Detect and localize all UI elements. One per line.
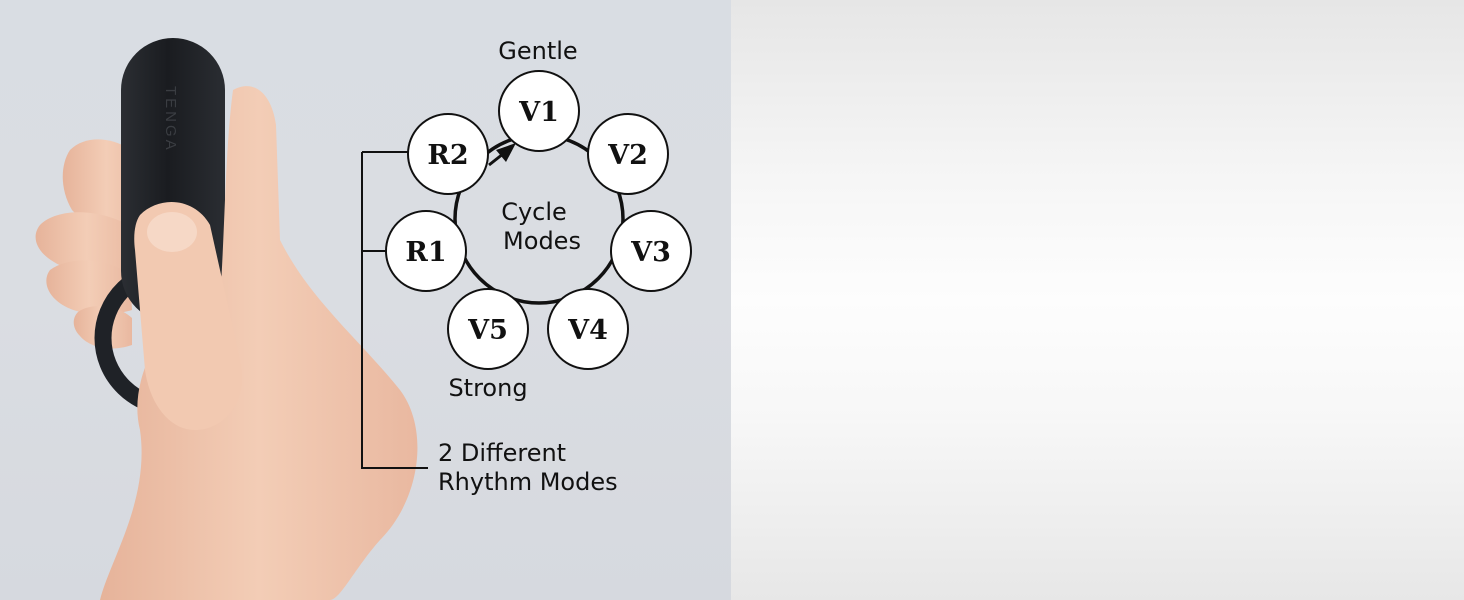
rhythm-bracket [361, 151, 428, 469]
hand-front [100, 86, 418, 600]
rhythm-label-line2: Rhythm Modes [438, 468, 618, 496]
arrow-head-icon [496, 143, 516, 162]
strong-label: Strong [448, 374, 527, 402]
rhythm-label-line1: 2 Different [438, 439, 566, 467]
mode-circles: V1 V2 V3 V4 V5 R1 [385, 70, 692, 370]
mode-r2: R2 [407, 113, 489, 195]
product-panel: TENGA V1 V2 V3 [0, 0, 731, 600]
svg-text:V2: V2 [607, 140, 648, 171]
mode-v4: V4 [547, 288, 629, 370]
blank-panel [731, 0, 1464, 600]
mode-r1: R1 [385, 210, 467, 292]
svg-text:V4: V4 [567, 315, 608, 346]
mode-v2: V2 [587, 113, 669, 195]
brand-logo: TENGA [162, 86, 179, 153]
cycle-label: Cycle [501, 198, 567, 226]
mode-v3: V3 [610, 210, 692, 292]
svg-text:V1: V1 [518, 97, 559, 128]
mode-v1: V1 [498, 70, 580, 152]
product-illustration: TENGA V1 V2 V3 [35, 37, 692, 600]
svg-text:R1: R1 [405, 237, 446, 268]
modes-label: Modes [503, 227, 581, 255]
svg-text:V5: V5 [467, 315, 508, 346]
mode-v5: V5 [447, 288, 529, 370]
svg-text:R2: R2 [427, 140, 468, 171]
svg-text:V3: V3 [630, 237, 671, 268]
gentle-label: Gentle [498, 37, 577, 65]
